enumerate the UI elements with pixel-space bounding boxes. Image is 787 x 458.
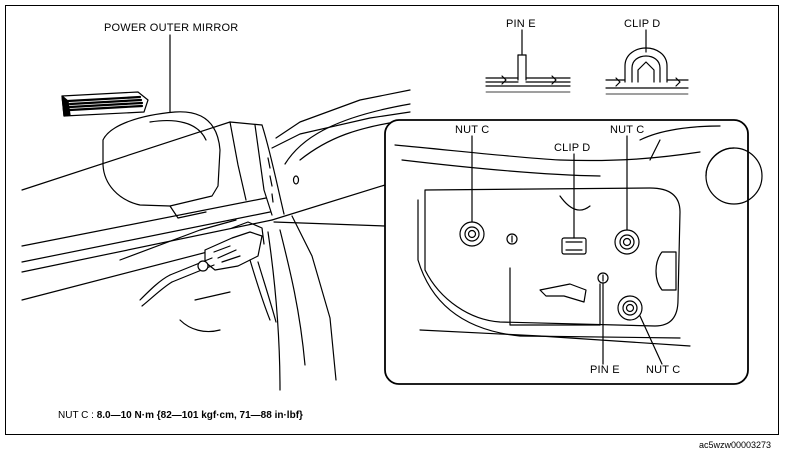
nut-c-left (459, 221, 485, 247)
zoom-line-upper (271, 184, 386, 221)
clip-d-diagram (605, 29, 689, 95)
diagram-frame (5, 5, 779, 435)
torque-spec-value: 8.0—10 N·m {82—101 kgf·cm, 71—88 in·lbf} (96, 410, 303, 421)
torque-spec: NUT C : 8.0—10 N·m {82—101 kgf·cm, 71—88… (58, 410, 303, 421)
figure-id: ac5wzw00003273 (699, 440, 772, 450)
detail-view (384, 119, 763, 385)
nut-c-bottom (617, 295, 643, 321)
door-body (21, 89, 411, 391)
mirror-harness (139, 221, 277, 333)
mirror-housing (102, 111, 221, 219)
label-nut-c-bottom: NUT C (646, 364, 681, 376)
direction-arrow (61, 91, 149, 117)
pin-e-diagram (485, 29, 571, 93)
label-pin-e-bottom: PIN E (590, 364, 620, 376)
zoom-line-lower (273, 221, 386, 227)
pin-e-left (506, 233, 518, 245)
pin-e-right (597, 272, 609, 284)
torque-spec-label: NUT C : (58, 410, 94, 421)
label-clip-d-detail: CLIP D (554, 142, 591, 154)
label-power-outer-mirror: POWER OUTER MIRROR (104, 22, 239, 34)
label-pin-e-top: PIN E (506, 18, 536, 30)
nut-c-right (614, 229, 640, 255)
label-clip-d-top: CLIP D (624, 18, 661, 30)
label-nut-c-right: NUT C (610, 124, 645, 136)
clip-d-part (561, 237, 587, 255)
label-nut-c-left: NUT C (455, 124, 490, 136)
